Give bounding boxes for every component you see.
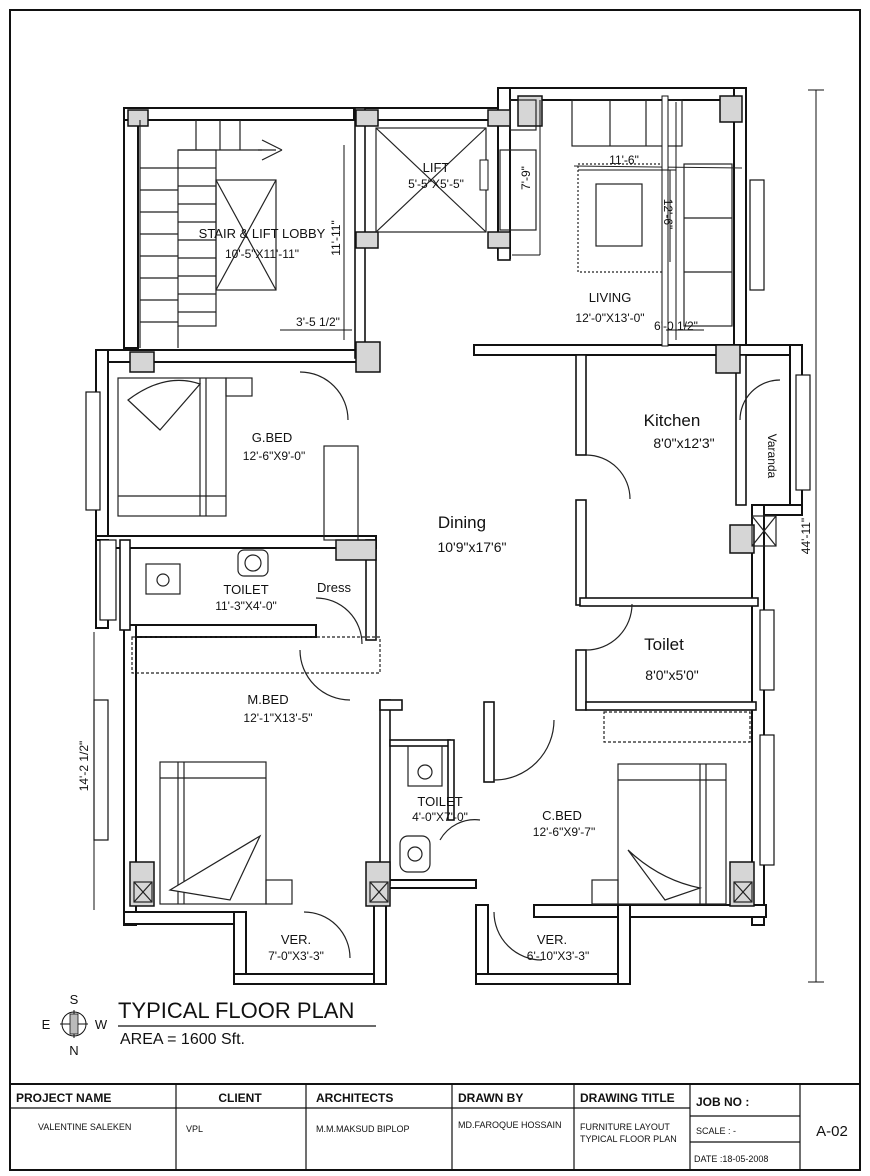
cabinets — [131, 445, 751, 743]
toilet-3-size: 4'-0"X7'-0" — [412, 810, 468, 824]
toilet-1-size: 11'-3"X4'-0" — [215, 599, 277, 613]
windows — [85, 179, 811, 866]
ver-2-name: VER. — [537, 932, 567, 947]
dim-left-side: 14'-2 1/2" — [77, 741, 91, 792]
toilet-2-size: 8'0"x5'0" — [645, 667, 698, 683]
toilet-1-name: TOILET — [223, 582, 268, 597]
living-furniture — [499, 99, 743, 327]
tb-header-drawn-by: DRAWN BY — [458, 1091, 523, 1105]
dim-living-side: 7'-9" — [519, 166, 533, 190]
ver-1-size: 7'-0"X3'-3" — [268, 949, 324, 963]
compass-north: N — [69, 1043, 78, 1058]
lift-name: LIFT — [423, 160, 450, 175]
room-labels: STAIR & LIFT LOBBY 10'-5"X11'-11" LIFT 5… — [199, 160, 779, 963]
kitchen-name: Kitchen — [644, 411, 701, 430]
dining-size: 10'9"x17'6" — [437, 539, 506, 555]
compass-west: W — [95, 1017, 108, 1032]
plan-area: AREA = 1600 Sft. — [120, 1031, 245, 1048]
tb-drawing-title-2: TYPICAL FLOOR PLAN — [580, 1134, 677, 1144]
m-bed-name: M.BED — [247, 692, 288, 707]
duct-box — [751, 515, 777, 547]
tb-date: DATE :18-05-2008 — [694, 1154, 768, 1164]
tb-drawing-title-1: FURNITURE LAYOUT — [580, 1122, 670, 1132]
dim-living-height: 12'-6" — [661, 199, 675, 230]
tb-architects: M.M.MAKSUD BIPLOP — [316, 1124, 410, 1134]
dim-living-bottom: 6'-0 1/2" — [654, 319, 698, 333]
master-bed — [159, 761, 293, 905]
guest-bed — [117, 377, 253, 517]
ver-2-size: 6'-10"X3'-3" — [527, 949, 589, 963]
lift-size: 5'-5"X5'-5" — [408, 177, 464, 191]
lift-shaft — [375, 127, 489, 233]
structural-columns — [127, 95, 755, 907]
dress-name: Dress — [317, 580, 351, 595]
tb-header-project: PROJECT NAME — [16, 1091, 111, 1105]
tb-header-architects: ARCHITECTS — [316, 1091, 393, 1105]
c-bed-size: 12'-6"X9'-7" — [533, 825, 595, 839]
tb-project-name: VALENTINE SALEKEN — [38, 1122, 131, 1132]
toilet-fixtures — [145, 549, 443, 873]
toilet-3-name: TOILET — [417, 794, 462, 809]
tb-client: VPL — [186, 1124, 203, 1134]
dim-lobby-height: 11'-11" — [329, 220, 343, 255]
title-block: PROJECT NAME CLIENT ARCHITECTS DRAWN BY … — [9, 1083, 861, 1171]
tb-sheet-no: A-02 — [816, 1123, 848, 1140]
tb-drawn-by: MD.FAROQUE HOSSAIN — [458, 1120, 562, 1130]
child-bed — [591, 763, 727, 905]
plan-title: TYPICAL FLOOR PLAN — [118, 998, 354, 1023]
compass-east: E — [42, 1017, 51, 1032]
dining-name: Dining — [438, 513, 486, 532]
ver-1-name: VER. — [281, 932, 311, 947]
staircase — [139, 120, 283, 348]
tb-scale: SCALE : - — [696, 1126, 736, 1136]
tb-header-drawing-title: DRAWING TITLE — [580, 1091, 675, 1105]
floor-plan — [85, 87, 824, 985]
m-bed-size: 12'-1"X13'-5" — [243, 711, 312, 725]
outer-walls — [95, 87, 803, 985]
dimension-labels: 11'-11" 3'-5 1/2" 7'-9" 11'-6" 12'-6" 6'… — [77, 153, 813, 791]
dimension-lines — [93, 89, 824, 983]
living-partition — [661, 95, 669, 347]
c-bed-name: C.BED — [542, 808, 582, 823]
tb-header-job-no: JOB NO : — [696, 1095, 749, 1109]
tb-header-client: CLIENT — [218, 1091, 262, 1105]
compass-south: S — [70, 992, 79, 1007]
door-swings — [299, 371, 781, 961]
stair-lobby-size: 10'-5"X11'-11" — [225, 247, 299, 261]
dim-overall: 44'-11" — [799, 518, 813, 554]
dim-living-width: 11'-6" — [609, 153, 639, 167]
dim-stair-width: 3'-5 1/2" — [296, 315, 340, 329]
toilet-2-name: Toilet — [644, 635, 684, 654]
corner-boxes — [133, 881, 753, 903]
g-bed-name: G.BED — [252, 430, 292, 445]
kitchen-size: 8'0"x12'3" — [653, 435, 714, 451]
living-name: LIVING — [589, 290, 632, 305]
compass: S N E W — [42, 992, 108, 1058]
stair-lobby-name: STAIR & LIFT LOBBY — [199, 226, 326, 241]
living-size: 12'-0"X13'-0" — [575, 311, 644, 325]
varanda-name: Varanda — [765, 434, 779, 479]
g-bed-size: 12'-6"X9'-0" — [243, 449, 305, 463]
